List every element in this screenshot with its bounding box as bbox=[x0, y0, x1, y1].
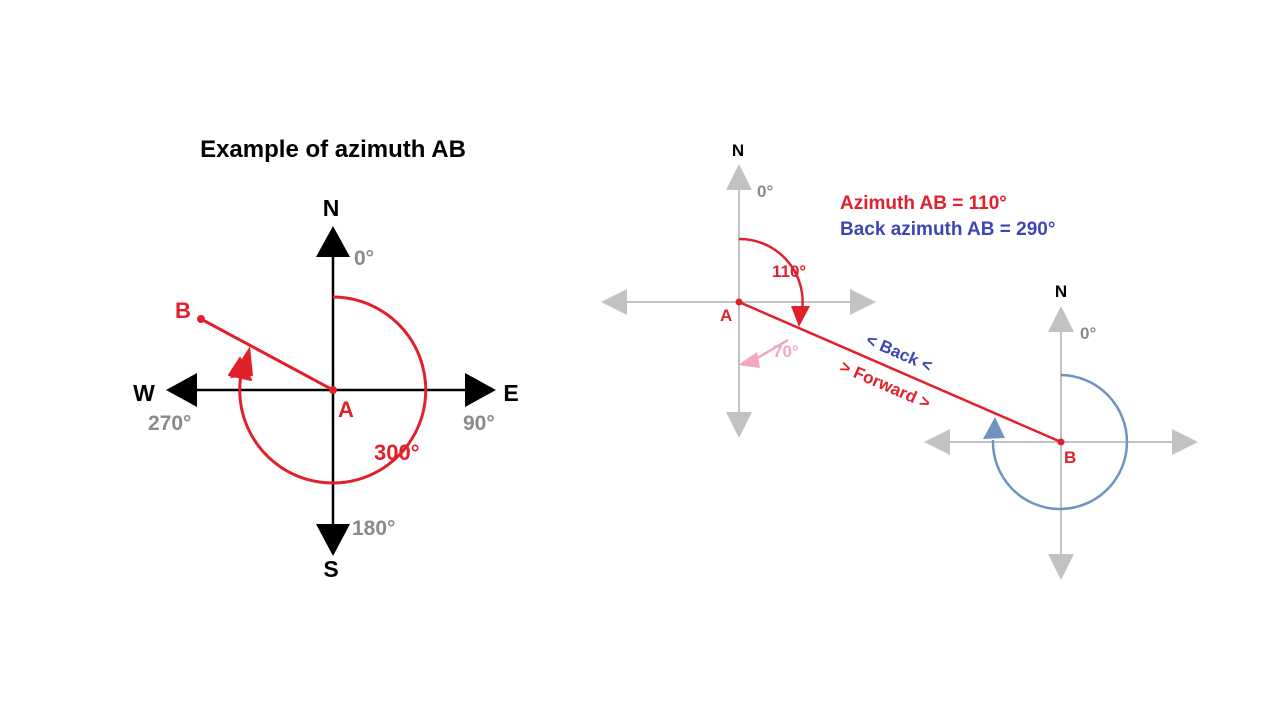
left-south-label: S bbox=[323, 556, 338, 582]
west-arrow-icon bbox=[166, 373, 197, 407]
b-north-degree: 0° bbox=[1080, 324, 1096, 343]
bearing-70-arrowhead-icon bbox=[738, 352, 760, 368]
azimuth-arc-arrowhead-icon bbox=[230, 346, 253, 378]
left-north-label: N bbox=[323, 195, 340, 221]
right-back-azimuth-diagram: Azimuth AB = 110° Back azimuth AB = 290°… bbox=[601, 141, 1198, 580]
left-diagram-title: Example of azimuth AB bbox=[200, 136, 466, 163]
left-compass-diagram: Example of azimuth AB N S E W 0° 90° 180… bbox=[133, 136, 519, 582]
right-point-b-label: B bbox=[1064, 448, 1076, 467]
forward-angle-label: 110° bbox=[772, 262, 806, 281]
azimuth-ab-text: Azimuth AB = 110° bbox=[840, 193, 1007, 214]
left-azimuth-angle-label: 300° bbox=[374, 440, 420, 465]
left-point-b-label: B bbox=[175, 298, 191, 323]
b-east-arrow-icon bbox=[1172, 429, 1198, 455]
azimuth-300-arc bbox=[238, 295, 428, 485]
a-north-degree: 0° bbox=[757, 182, 773, 201]
back-azimuth-arc bbox=[991, 373, 1129, 511]
right-point-a-dot bbox=[735, 298, 743, 306]
b-north-label: N bbox=[1055, 282, 1067, 301]
a-north-label: N bbox=[732, 141, 744, 160]
a-east-arrow-icon bbox=[850, 289, 876, 315]
bearing-70-line bbox=[753, 338, 789, 362]
left-east-label: E bbox=[503, 380, 518, 406]
left-west-label: W bbox=[133, 380, 155, 406]
a-north-arrow-icon bbox=[726, 164, 752, 190]
a-south-arrow-icon bbox=[726, 412, 752, 438]
left-west-degree: 270° bbox=[148, 412, 191, 435]
compass-at-a: N 0° bbox=[601, 141, 876, 438]
b-south-arrow-icon bbox=[1048, 554, 1074, 580]
back-azimuth-arrowhead-icon bbox=[983, 417, 1005, 439]
left-south-degree: 180° bbox=[352, 517, 395, 540]
right-point-b-dot bbox=[1057, 438, 1065, 446]
b-west-arrow-icon bbox=[924, 429, 950, 455]
back-azimuth-ab-text: Back azimuth AB = 290° bbox=[840, 219, 1055, 240]
east-arrow-icon bbox=[465, 373, 496, 407]
a-west-arrow-icon bbox=[601, 289, 627, 315]
left-east-degree: 90° bbox=[463, 412, 495, 435]
left-north-degree: 0° bbox=[354, 247, 374, 270]
bearing-angle-label: 70° bbox=[773, 342, 799, 361]
b-north-arrow-icon bbox=[1048, 306, 1074, 332]
compass-at-b: N 0° bbox=[924, 282, 1198, 580]
left-point-a-label: A bbox=[338, 397, 354, 422]
forward-azimuth-arc bbox=[738, 237, 804, 321]
south-arrow-icon bbox=[316, 524, 350, 556]
forward-azimuth-arrowhead-icon bbox=[791, 306, 810, 327]
right-line-ab bbox=[738, 300, 1062, 444]
north-arrow-icon bbox=[316, 226, 350, 257]
left-point-a-dot bbox=[329, 386, 337, 394]
left-point-b-dot bbox=[197, 315, 205, 323]
left-line-ab bbox=[200, 317, 334, 392]
right-point-a-label: A bbox=[720, 306, 732, 325]
